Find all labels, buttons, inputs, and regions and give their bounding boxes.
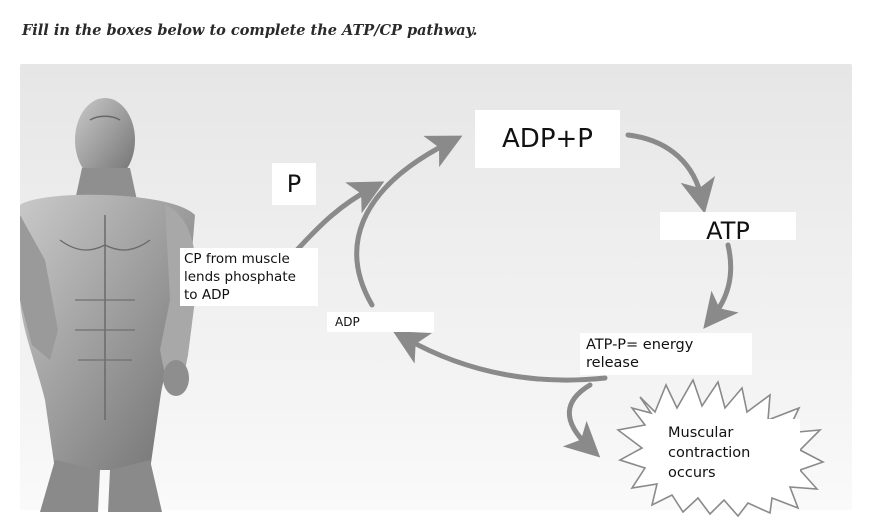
box-adp-plus-p[interactable]: ADP+P — [475, 110, 620, 168]
arrow-adpp-to-atp — [625, 132, 716, 214]
box-p[interactable]: P — [272, 163, 316, 205]
contraction-line-1: Muscular — [668, 425, 734, 441]
instruction-text: Fill in the boxes below to complete the … — [22, 22, 478, 39]
arrow-release-to-adp — [392, 331, 608, 383]
box-muscular-contraction[interactable]: Muscular contraction occurs — [660, 419, 800, 481]
arrow-adp-to-adpp — [354, 135, 463, 308]
release-line-2: release — [586, 355, 639, 371]
box-adp[interactable]: ADP — [327, 312, 434, 332]
pathway-arrows — [294, 132, 739, 458]
anatomical-figure-icon — [20, 98, 197, 512]
cp-line-2: lends phosphate — [184, 269, 296, 285]
release-line-1: ATP-P= energy — [586, 337, 694, 353]
arrow-atp-to-release — [703, 242, 739, 329]
contraction-line-2: contraction — [668, 445, 751, 461]
contraction-line-3: occurs — [668, 465, 716, 481]
cp-line-3: to ADP — [184, 287, 230, 303]
box-energy-release[interactable]: ATP-P= energy release — [580, 333, 752, 375]
cp-line-1: CP from muscle — [184, 251, 290, 267]
arrow-release-to-contraction — [562, 382, 601, 458]
box-atp[interactable]: ATP — [660, 212, 796, 245]
arrow-cp-to-p — [294, 181, 385, 253]
box-cp-from-muscle[interactable]: CP from muscle lends phosphate to ADP — [180, 248, 318, 306]
